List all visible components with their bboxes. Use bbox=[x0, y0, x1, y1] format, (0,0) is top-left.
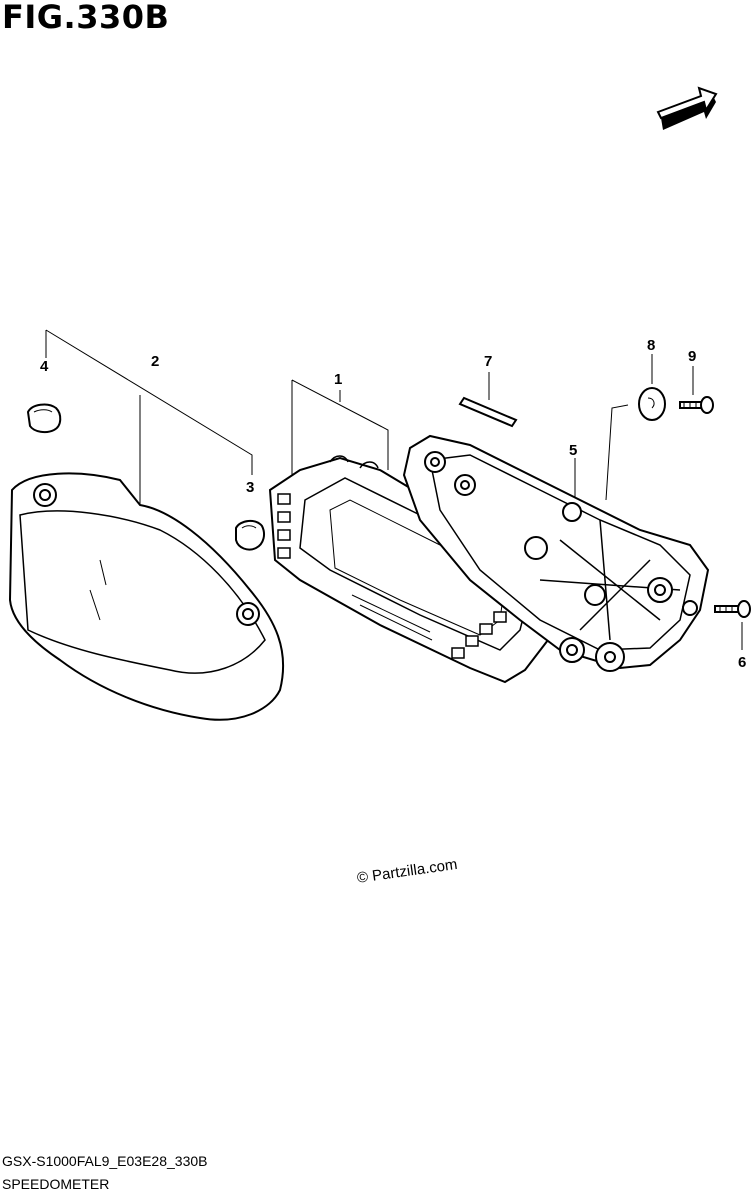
leader-lines bbox=[45, 329, 743, 650]
callout-1: 1 bbox=[334, 371, 342, 388]
callout-7: 7 bbox=[484, 353, 492, 370]
cushion-part-4 bbox=[26, 403, 62, 434]
callout-4: 4 bbox=[40, 358, 49, 375]
callout-2: 2 bbox=[151, 353, 159, 370]
callout-3: 3 bbox=[246, 479, 254, 496]
strip-part-7 bbox=[458, 396, 518, 428]
diagram-code: GSX-S1000FAL9_E03E28_330B bbox=[2, 1153, 208, 1169]
meter-housing bbox=[402, 434, 710, 672]
diagram-name: SPEEDOMETER bbox=[2, 1176, 110, 1192]
figure-title: FIG.330B bbox=[2, 0, 170, 36]
meter-cover bbox=[8, 472, 285, 721]
callout-8: 8 bbox=[647, 337, 655, 354]
callout-5: 5 bbox=[569, 442, 577, 459]
screw-part-6 bbox=[714, 600, 751, 618]
callout-6: 6 bbox=[738, 654, 746, 671]
screw-part-9 bbox=[679, 396, 714, 414]
fwd-arrow-icon: FWD bbox=[656, 86, 718, 130]
cushion-part-3 bbox=[235, 520, 265, 551]
meter-assembly bbox=[268, 455, 562, 684]
washer-part-8 bbox=[638, 387, 666, 421]
callout-9: 9 bbox=[688, 348, 696, 365]
